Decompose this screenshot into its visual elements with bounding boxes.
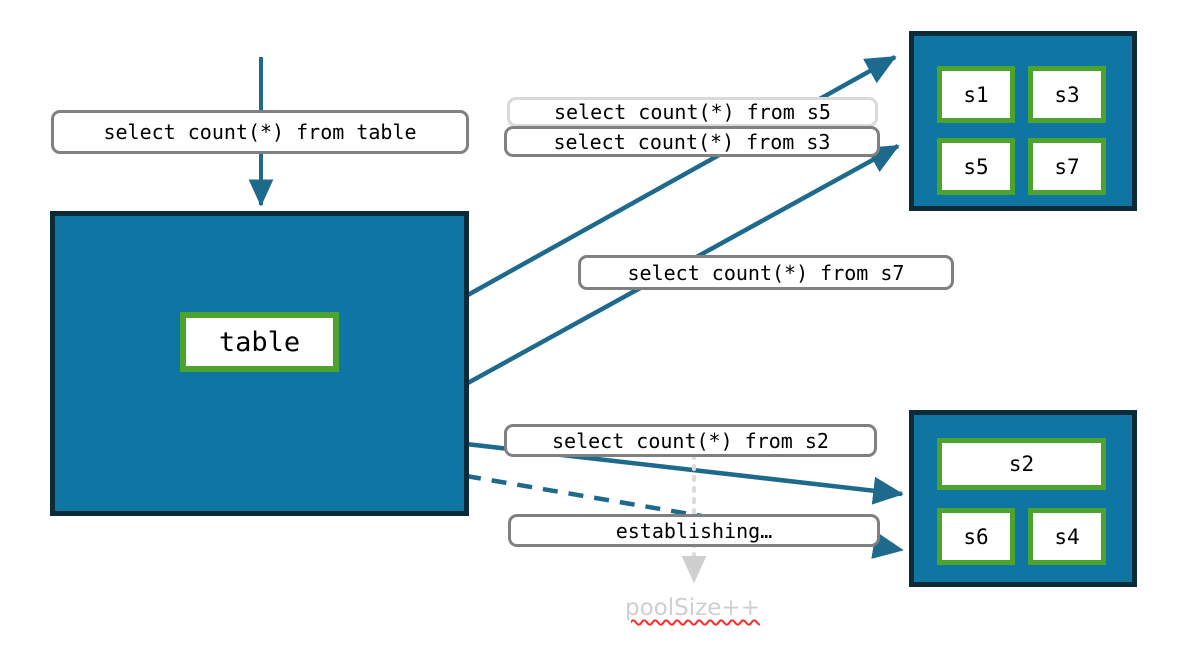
label-query-from-table-text: select count(*) from table <box>103 120 417 144</box>
label-query-from-s7[interactable]: select count(*) from s7 <box>578 255 954 290</box>
label-query-from-table[interactable]: select count(*) from table <box>51 110 469 154</box>
pool-bottom-node-s4[interactable]: s4 <box>1028 508 1106 565</box>
label-establishing-text: establishing… <box>615 518 773 543</box>
node-table[interactable]: table <box>180 312 339 372</box>
label-query-from-s7-text: select count(*) from s7 <box>627 260 905 285</box>
pool-bottom-node-s2[interactable]: s2 <box>937 438 1106 490</box>
label-establishing[interactable]: establishing… <box>508 514 880 547</box>
pool-top-node-s5[interactable]: s5 <box>937 138 1015 195</box>
node-table-label: table <box>218 326 301 358</box>
pool-top-node-s7[interactable]: s7 <box>1028 138 1106 195</box>
label-query-from-s3[interactable]: select count(*) from s3 <box>504 126 880 157</box>
annotation-poolsize: poolSize++ <box>625 595 760 621</box>
pool-top-node-s7-label: s7 <box>1054 154 1080 179</box>
annotation-poolsize-text: poolSize++ <box>625 595 760 621</box>
label-query-from-s5[interactable]: select count(*) from s5 <box>507 97 878 127</box>
pool-top-node-s1-label: s1 <box>963 82 989 107</box>
pool-top-node-s1[interactable]: s1 <box>937 66 1015 123</box>
pool-bottom-node-s6[interactable]: s6 <box>937 508 1015 565</box>
pool-bottom-node-s6-label: s6 <box>963 524 989 549</box>
label-query-from-s2-text: select count(*) from s2 <box>552 428 829 453</box>
pool-top-node-s3-label: s3 <box>1054 82 1080 107</box>
label-query-from-s3-text: select count(*) from s3 <box>553 129 831 154</box>
label-query-from-s2[interactable]: select count(*) from s2 <box>504 424 877 457</box>
pool-top-node-s5-label: s5 <box>963 154 989 179</box>
pool-top-node-s3[interactable]: s3 <box>1028 66 1106 123</box>
pool-bottom-node-s2-label: s2 <box>1008 452 1035 476</box>
label-query-from-s5-text: select count(*) from s5 <box>554 100 831 124</box>
pool-bottom-node-s4-label: s4 <box>1054 524 1080 549</box>
